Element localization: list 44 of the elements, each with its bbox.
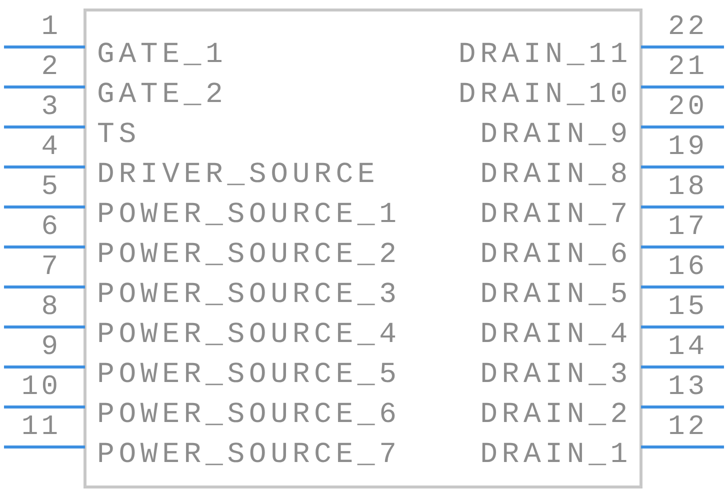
pin-number: 5 <box>41 174 61 202</box>
pin-name: DRAIN_1 <box>480 440 632 469</box>
pin-name: TS <box>97 120 140 149</box>
pin-number: 19 <box>668 134 708 162</box>
pin-number: 2 <box>41 54 61 82</box>
pin-name: POWER_SOURCE_6 <box>97 400 401 429</box>
pin-number: 18 <box>668 174 708 202</box>
pin-name: DRIVER_SOURCE <box>97 160 380 189</box>
pin-number: 3 <box>41 94 61 122</box>
pin-number: 22 <box>668 14 708 42</box>
pin-name: DRAIN_11 <box>458 40 632 69</box>
pin-number: 14 <box>668 334 708 362</box>
pin-name: DRAIN_2 <box>480 400 632 429</box>
pin-name: POWER_SOURCE_3 <box>97 280 401 309</box>
pin-name: GATE_1 <box>97 40 228 69</box>
pin-name: POWER_SOURCE_7 <box>97 440 401 469</box>
pin-number: 11 <box>21 414 61 442</box>
pin-number: 16 <box>668 254 708 282</box>
pin-number: 20 <box>668 94 708 122</box>
pin-number: 17 <box>668 214 708 242</box>
pin-name: DRAIN_6 <box>480 240 632 269</box>
pin-number: 7 <box>41 254 61 282</box>
pin-number: 10 <box>21 374 61 402</box>
pin-number: 6 <box>41 214 61 242</box>
pin-name: POWER_SOURCE_2 <box>97 240 401 269</box>
pin-name: DRAIN_9 <box>480 120 632 149</box>
pin-name: DRAIN_5 <box>480 280 632 309</box>
pin-name: DRAIN_4 <box>480 320 632 349</box>
pin-number: 12 <box>668 414 708 442</box>
pin-name: POWER_SOURCE_4 <box>97 320 401 349</box>
pin-number: 9 <box>41 334 61 362</box>
pin-number: 1 <box>41 14 61 42</box>
pin-number: 13 <box>668 374 708 402</box>
pin-name: DRAIN_7 <box>480 200 632 229</box>
pin-name: DRAIN_3 <box>480 360 632 389</box>
pin-name: GATE_2 <box>97 80 228 109</box>
pin-number: 4 <box>41 134 61 162</box>
pin-number: 8 <box>41 294 61 322</box>
pin-name: DRAIN_10 <box>458 80 632 109</box>
pin-number: 21 <box>668 54 708 82</box>
pin-name: DRAIN_8 <box>480 160 632 189</box>
pin-name: POWER_SOURCE_1 <box>97 200 401 229</box>
pin-number: 15 <box>668 294 708 322</box>
pin-name: POWER_SOURCE_5 <box>97 360 401 389</box>
